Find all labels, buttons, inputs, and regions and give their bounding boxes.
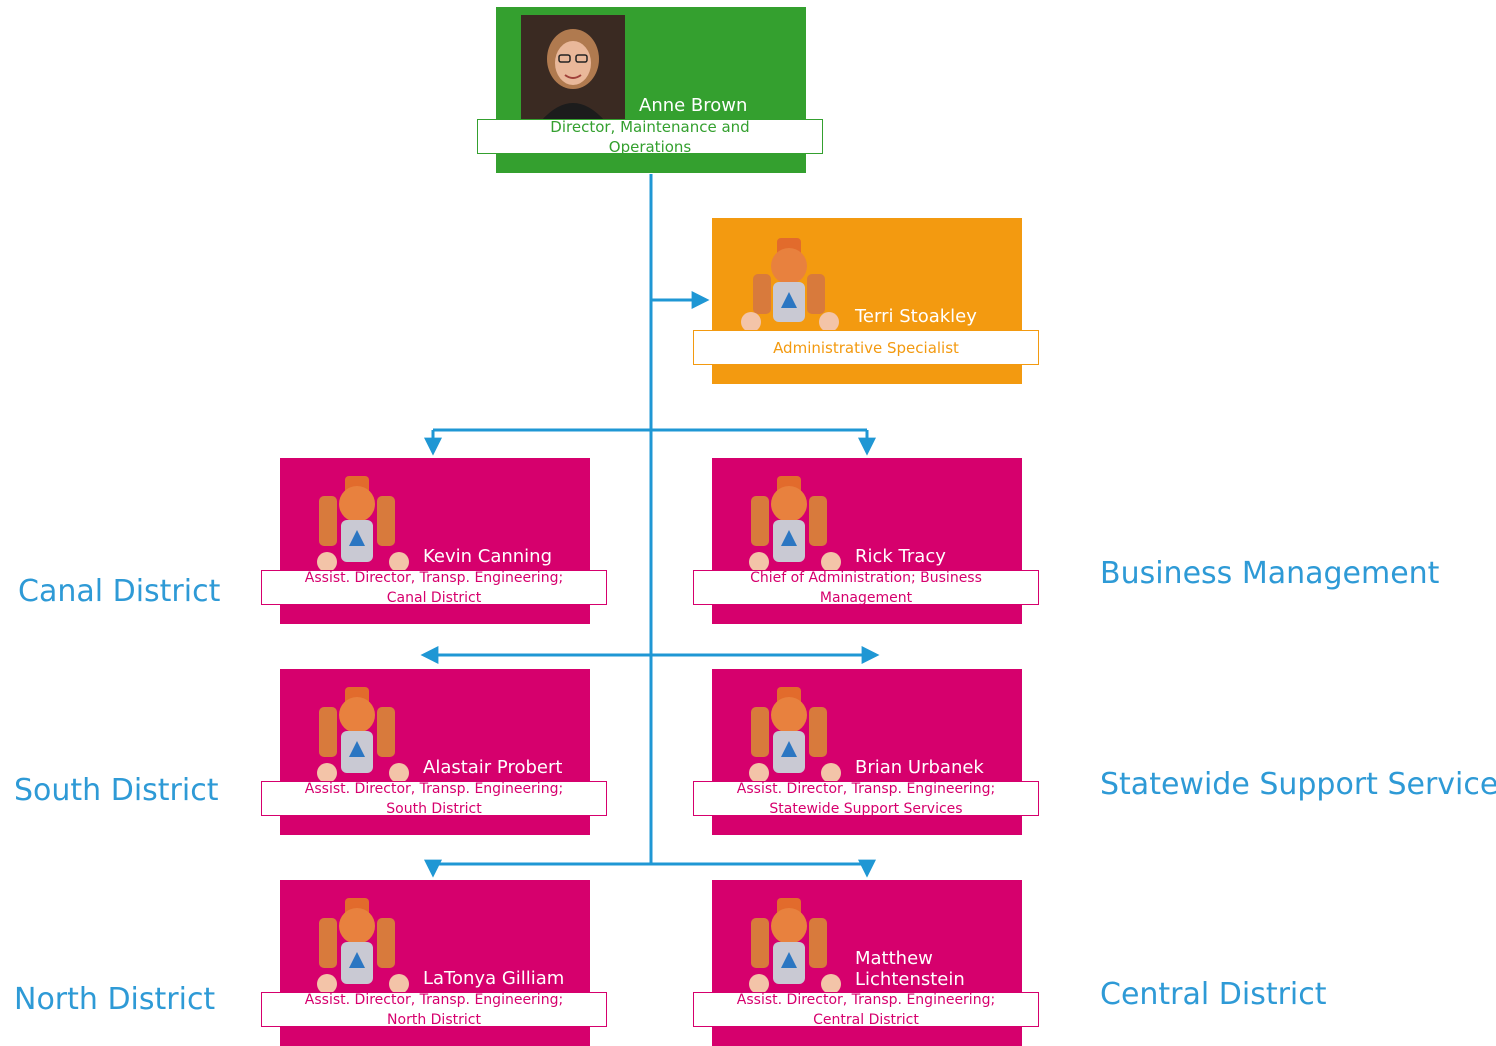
robot-mascot-icon <box>737 677 841 783</box>
label-statewide-support-services: Statewide Support Services <box>1100 767 1496 802</box>
person-title: Administrative Specialist <box>693 330 1039 365</box>
person-name: LaTonya Gilliam <box>423 968 565 989</box>
person-name: Anne Brown <box>639 95 748 116</box>
robot-mascot-icon <box>737 888 841 994</box>
person-name: Alastair Probert <box>423 757 563 778</box>
card-anne-brown[interactable]: Anne Brown Director, Maintenance and Ope… <box>477 7 823 173</box>
robot-mascot-icon <box>305 677 409 783</box>
label-canal-district: Canal District <box>18 574 221 609</box>
person-name: Brian Urbanek <box>855 757 984 778</box>
person-title: Assist. Director, Transp. Engineering; N… <box>261 992 607 1027</box>
person-title: Assist. Director, Transp. Engineering; C… <box>261 570 607 605</box>
person-title: Assist. Director, Transp. Engineering; S… <box>261 781 607 816</box>
person-title: Director, Maintenance and Operations <box>477 119 823 154</box>
robot-mascot-icon <box>305 466 409 572</box>
person-name: Rick Tracy <box>855 546 946 567</box>
label-south-district: South District <box>14 773 219 808</box>
person-name: Kevin Canning <box>423 546 553 567</box>
label-central-district: Central District <box>1100 977 1327 1012</box>
person-title: Assist. Director, Transp. Engineering; C… <box>693 992 1039 1027</box>
robot-mascot-icon <box>737 226 841 332</box>
person-name: Matthew Lichtenstein <box>855 948 965 990</box>
card-terri-stoakley[interactable]: Terri Stoakley Administrative Specialist <box>693 218 1039 384</box>
robot-mascot-icon <box>737 466 841 572</box>
robot-mascot-icon <box>305 888 409 994</box>
label-north-district: North District <box>14 982 216 1017</box>
person-name: Terri Stoakley <box>855 306 977 327</box>
label-business-management: Business Management <box>1100 556 1440 591</box>
person-title: Assist. Director, Transp. Engineering; S… <box>693 781 1039 816</box>
person-title: Chief of Administration; Business Manage… <box>693 570 1039 605</box>
person-photo <box>521 15 625 121</box>
